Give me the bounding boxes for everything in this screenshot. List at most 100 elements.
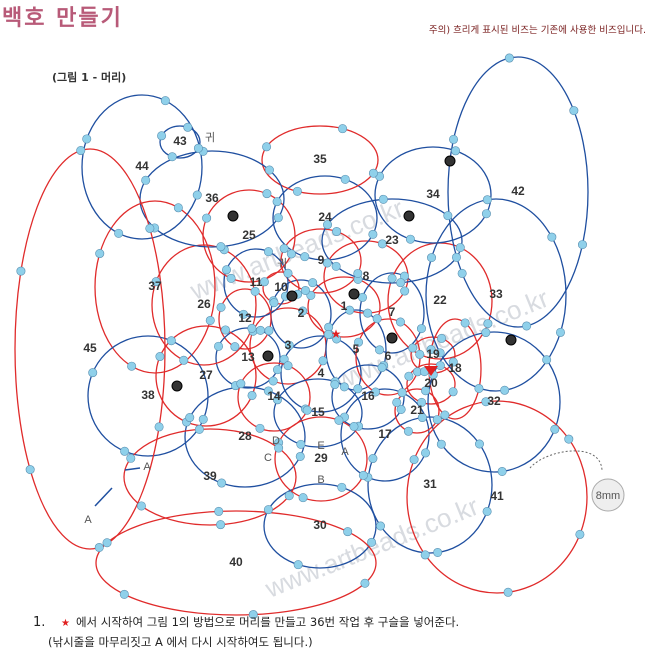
loop-label-19: 19: [426, 347, 440, 361]
note-text: 주의) 흐리게 표시된 비즈는 기존에 사용한 비즈입니다.: [428, 25, 646, 36]
loop-44: [81, 94, 203, 240]
bead: [173, 203, 183, 213]
bead: [451, 146, 461, 156]
bead: [343, 527, 353, 537]
step-line-1: 에서 시작하여 그림 1의 방법으로 머리를 만들고 36번 작업 후 구슬을 …: [75, 615, 460, 629]
bead: [349, 421, 359, 431]
loop-4: [280, 335, 362, 413]
bead: [435, 361, 445, 371]
bead: [300, 252, 310, 262]
bead: [114, 228, 124, 238]
loop-42: [447, 56, 589, 328]
step-line-2: (낚시줄을 마무리짓고 A 에서 다시 시작하여도 됩니다.): [48, 635, 313, 649]
bead: [127, 361, 137, 371]
bead: [405, 234, 415, 244]
loop-14: [237, 362, 311, 432]
bead: [192, 190, 202, 200]
loop-label-14: 14: [267, 389, 281, 403]
bead: [378, 194, 388, 204]
loop-41: [406, 400, 588, 594]
bead: [481, 328, 491, 338]
dark-bead: [505, 334, 517, 346]
loop-label-30: 30: [313, 518, 327, 532]
bead: [292, 186, 302, 196]
loop-38: [87, 335, 209, 457]
bead: [236, 379, 246, 389]
loop-label-29: 29: [314, 451, 328, 465]
bead: [426, 345, 436, 355]
bead: [94, 542, 104, 552]
bead: [432, 415, 442, 425]
bead: [185, 413, 195, 423]
bead: [392, 397, 402, 407]
bead: [417, 413, 427, 423]
bead: [460, 318, 470, 328]
bead: [358, 292, 368, 302]
bead: [547, 232, 557, 242]
bead: [409, 455, 419, 465]
point-A: A: [341, 446, 349, 458]
dark-bead: [386, 332, 398, 344]
bead: [332, 334, 342, 344]
bead: [338, 124, 348, 134]
marker-triangle-icon: [424, 366, 438, 376]
bead: [166, 336, 176, 346]
loop-label-33: 33: [489, 287, 503, 301]
bead: [474, 383, 484, 393]
bead: [274, 443, 284, 453]
bead: [415, 349, 425, 359]
bead: [300, 285, 310, 295]
bead: [25, 465, 35, 475]
bead: [577, 240, 587, 250]
bead: [451, 252, 461, 262]
loop-12: [218, 288, 272, 350]
bead: [95, 249, 105, 259]
start-star-icon: ★: [331, 327, 342, 341]
bead: [298, 493, 308, 503]
arrow-a-right-icon: [124, 467, 141, 471]
bead: [440, 410, 450, 420]
loop-39: [123, 428, 297, 526]
bead: [250, 286, 260, 296]
loop-label-37: 37: [148, 279, 162, 293]
loop-label-15: 15: [311, 405, 325, 419]
loop-label-27: 27: [199, 368, 213, 382]
bead: [417, 397, 427, 407]
bead: [220, 325, 230, 335]
bead: [497, 466, 507, 476]
bead: [340, 174, 350, 184]
bead: [322, 258, 332, 268]
bead: [295, 451, 305, 461]
point-E: E: [317, 440, 324, 452]
bead: [293, 560, 303, 570]
bead: [222, 265, 232, 275]
loop-26: [151, 244, 257, 366]
bead: [88, 368, 98, 378]
bead: [371, 387, 381, 397]
ear-label-2: 귀: [277, 257, 287, 270]
bead: [482, 506, 492, 516]
bead: [263, 386, 273, 396]
bead: [354, 337, 364, 347]
loop-35: [261, 125, 379, 195]
page-title: 백호 만들기: [2, 6, 123, 31]
point-C: C: [264, 452, 272, 464]
bead: [481, 209, 491, 219]
bead: [157, 131, 167, 141]
bead: [263, 505, 273, 515]
loop-label-4: 4: [318, 366, 325, 380]
loop-label-40: 40: [229, 555, 243, 569]
bead: [433, 547, 443, 557]
loop-43: [159, 125, 201, 159]
bead: [575, 529, 585, 539]
bead: [268, 376, 278, 386]
bead: [448, 387, 458, 397]
bead: [443, 211, 453, 221]
bead: [298, 306, 308, 316]
bead: [214, 341, 224, 351]
bead: [334, 415, 344, 425]
bead: [353, 268, 363, 278]
bead: [167, 152, 177, 162]
bead: [264, 165, 274, 175]
